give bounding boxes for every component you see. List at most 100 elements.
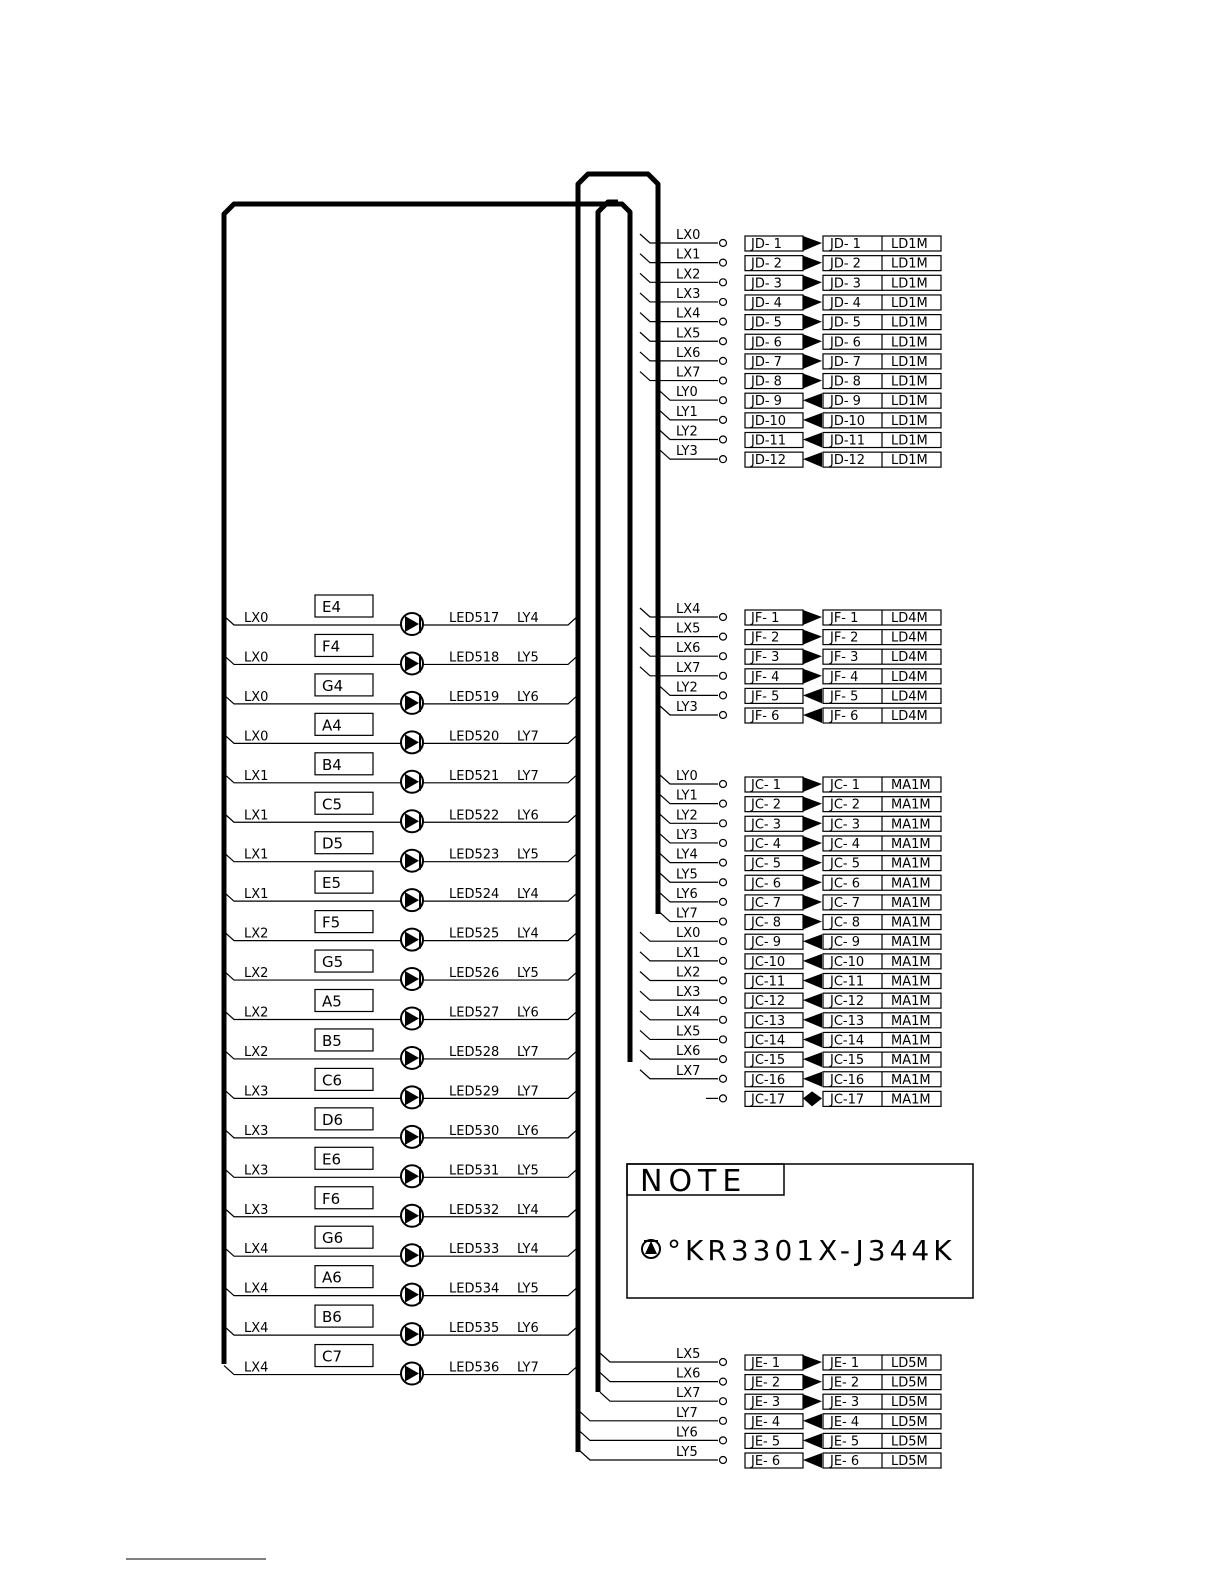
led-lx-label: LX0	[244, 611, 268, 626]
arrow-left-icon	[803, 1453, 822, 1468]
pin-label-left: JD- 9	[750, 394, 782, 409]
arrow-right-icon	[803, 649, 822, 665]
led-note-label: A6	[322, 1269, 342, 1287]
terminal-icon	[718, 1416, 728, 1425]
terminal-icon	[718, 671, 728, 680]
pin-label-right: JC- 2	[829, 798, 860, 813]
led-id-label: LED526	[449, 966, 499, 981]
terminal-icon	[718, 238, 728, 248]
connector-wire	[639, 646, 718, 657]
pin-box-left	[744, 1432, 804, 1450]
led-triangle-icon	[405, 1286, 419, 1303]
connector-signal-label: LY1	[676, 789, 698, 804]
connector-signal-label: LX7	[676, 1386, 700, 1401]
led-lx-label: LX4	[244, 1242, 268, 1257]
pin-label-right: JC- 3	[829, 817, 860, 832]
led-lx-label: LX1	[244, 848, 268, 863]
led-id-label: LED535	[449, 1321, 499, 1336]
pin-type-label: MA1M	[891, 857, 931, 872]
led-lx-label: LX3	[244, 1084, 268, 1099]
led-note-box	[314, 1067, 374, 1092]
arrow-right-icon	[803, 835, 822, 851]
pin-type-label: LD5M	[891, 1454, 928, 1469]
pin-type-label: LD1M	[891, 296, 928, 311]
arrow-right-icon	[803, 275, 822, 291]
pin-label-left: JC- 5	[750, 857, 781, 872]
led-ly-label: LY7	[517, 1084, 539, 1099]
terminal-icon	[718, 691, 728, 700]
terminal-icon	[718, 897, 728, 907]
arrow-right-icon	[803, 610, 822, 625]
pin-label-left: JC-11	[750, 975, 785, 990]
led-id-label: LED523	[449, 848, 499, 863]
led-note-label: C5	[322, 795, 342, 813]
arrow-right-icon	[803, 875, 822, 891]
led-lx-label: LX2	[244, 927, 268, 942]
connector-signal-label: LY7	[676, 907, 698, 922]
connector-wire	[659, 705, 718, 716]
led-triangle-icon	[405, 616, 419, 632]
terminal-icon	[718, 710, 728, 720]
connector-signal-label: LY0	[676, 769, 698, 784]
pin-box-left	[744, 1051, 804, 1068]
led-id-label: LED529	[449, 1084, 499, 1099]
connector-wire	[659, 430, 718, 441]
led-ly-label: LY7	[517, 1045, 539, 1060]
pin-box-left	[744, 1071, 804, 1088]
arrow-right-icon	[803, 353, 822, 369]
led-ly-label: LY6	[517, 1124, 539, 1139]
pin-type-label: LD4M	[891, 689, 928, 704]
led-note-label: G4	[322, 677, 343, 695]
pin-box-left	[744, 953, 804, 970]
led-lx-label: LX3	[244, 1124, 268, 1139]
connector-signal-label: LX6	[676, 1367, 700, 1382]
pin-label-right: JC- 9	[829, 935, 860, 950]
pin-label-left: JD- 4	[750, 296, 782, 311]
terminal-icon	[718, 799, 728, 808]
connector-wire	[639, 272, 718, 283]
connector-wire	[659, 853, 718, 864]
connector-signal-label: LX5	[676, 622, 700, 637]
pin-label-left: JC- 1	[750, 778, 781, 793]
led-lx-label: LX0	[244, 690, 268, 705]
pin-box-left	[744, 992, 804, 1009]
terminal-icon	[718, 878, 728, 887]
pin-label-right: JE- 4	[829, 1415, 859, 1430]
terminal-icon	[718, 1397, 728, 1406]
led-lx-label: LX3	[244, 1163, 268, 1178]
terminal-icon	[718, 415, 728, 424]
led-id-label: LED522	[449, 808, 499, 823]
terminal-icon	[718, 356, 728, 365]
terminal-icon	[718, 1054, 728, 1064]
arrow-right-icon	[803, 1394, 822, 1410]
led-ly-label: LY4	[517, 611, 539, 626]
pin-label-left: JC-14	[750, 1033, 785, 1048]
led-ly-label: LY7	[517, 729, 539, 744]
terminal-icon	[718, 632, 728, 641]
connector-wire	[639, 1069, 718, 1080]
led-id-label: LED534	[449, 1282, 499, 1297]
led-id-label: LED528	[449, 1045, 499, 1060]
pin-label-left: JC-16	[750, 1073, 785, 1088]
led-id-label: LED536	[449, 1361, 499, 1376]
connector-signal-label: LX0	[676, 228, 700, 243]
connector-wire	[639, 666, 718, 677]
terminal-icon	[718, 455, 728, 464]
connector-wire	[639, 292, 718, 303]
connector-signal-label: LY6	[676, 887, 698, 902]
led-ly-label: LY5	[517, 1163, 539, 1178]
